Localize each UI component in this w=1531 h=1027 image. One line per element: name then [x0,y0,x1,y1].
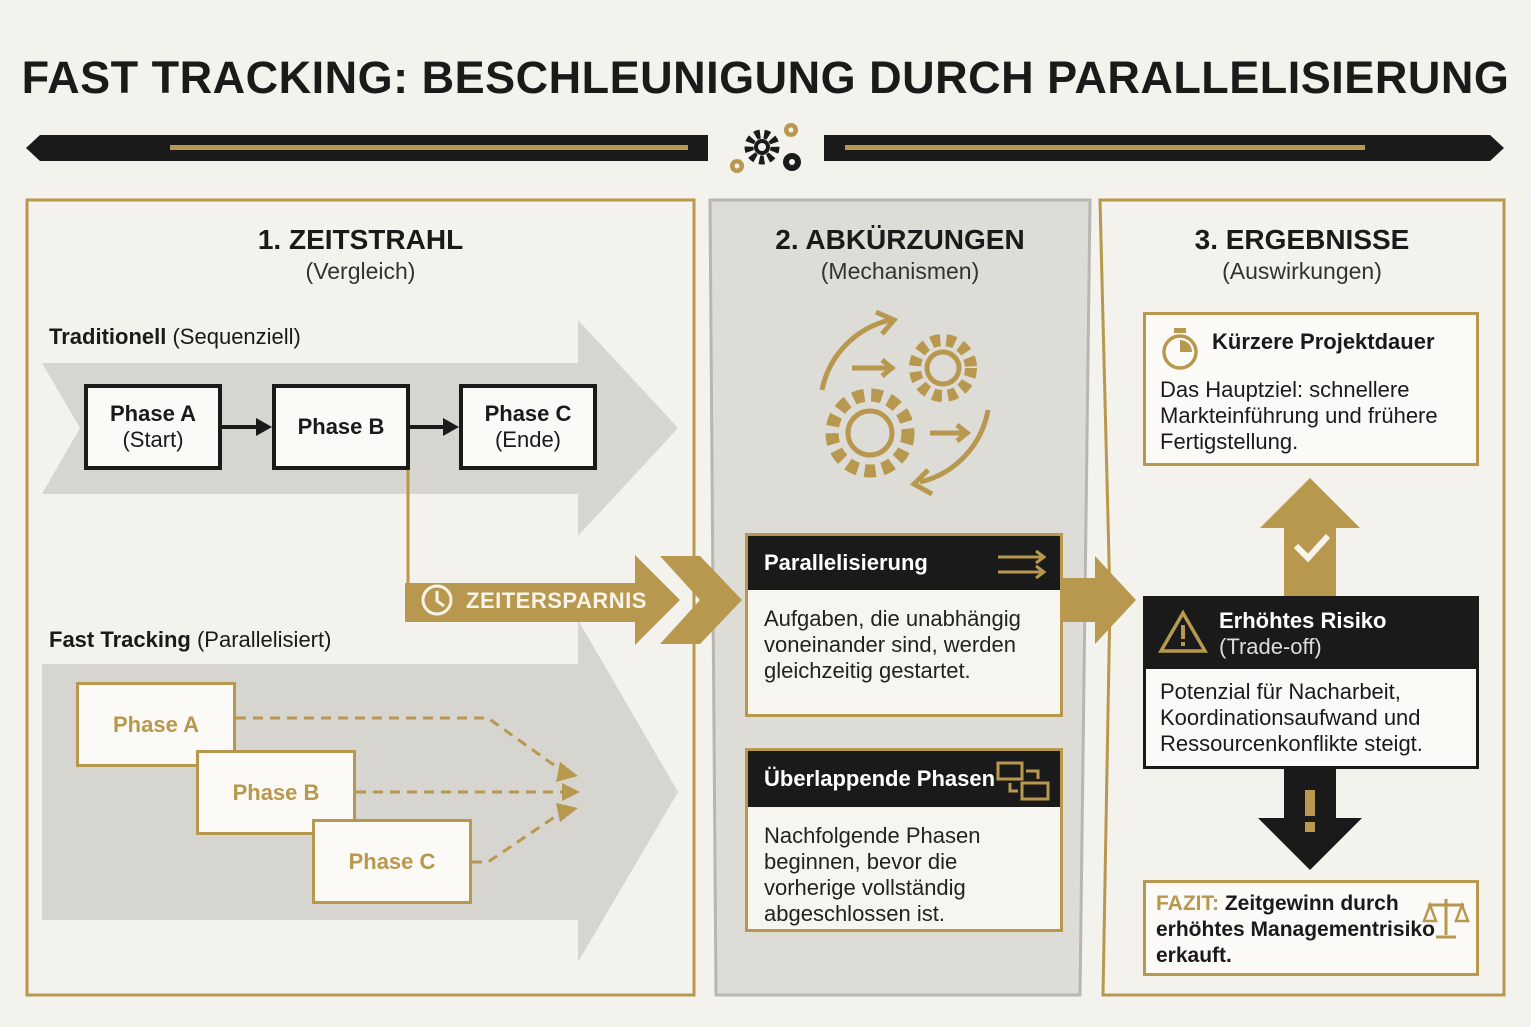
stopwatch-icon [1162,328,1198,370]
savings-arrow [405,555,680,645]
parallel-arrows-icon [998,549,1047,580]
panel-3-title: 3. ERGEBNISSE [1194,224,1410,255]
seq-phase-b: Phase B [272,384,410,470]
result-2-subtitle: (Trade-off) [1219,634,1322,659]
down-arrow [1258,768,1362,870]
up-arrow [1260,478,1360,596]
card-parallelisierung-body: Aufgaben, die unabhängig voneinander sin… [764,606,1021,683]
overlap-windows-icon [996,761,1050,801]
fast-tracking-label: Fast Tracking (Parallelisiert) [49,627,332,652]
card-ueberlappende-phasen-title: Überlappende Phasen [764,766,996,791]
panel-1-subtitle: (Vergleich) [305,258,416,284]
header-divider [26,135,1504,161]
panel-3-frame [1098,198,1506,997]
savings-label: ZEITERSPARNIS [466,588,647,613]
scales-icon [1422,899,1470,939]
result-risk: Erhöhtes Risiko (Trade-off) Potenzial fü… [1143,596,1479,769]
panel-2-title: 2. ABKÜRZUNGEN [775,224,1025,255]
card-parallelisierung-title: Parallelisierung [764,550,928,575]
panel-1-frame [25,198,696,997]
seq-phase-a: Phase A(Start) [84,384,222,470]
card-ueberlappende-phasen: Überlappende Phasen Nachfolgende Phasen … [745,748,1063,932]
result-shorter-duration: Kürzere Projektdauer Das Hauptziel: schn… [1143,312,1479,466]
result-2-title: Erhöhtes Risiko [1219,608,1387,633]
result-1-title: Kürzere Projektdauer [1212,329,1435,354]
gears-icon [730,123,801,173]
card-ueberlappende-phasen-body: Nachfolgende Phasen beginnen, bevor die … [764,823,981,926]
chevron-1 [660,556,742,644]
result-1-body: Das Hauptziel: schnellere Markteinführun… [1160,377,1438,454]
page-title: FAST TRACKING: BESCHLEUNIGUNG DURCH PARA… [21,52,1510,103]
panel-3-subtitle: (Auswirkungen) [1222,258,1382,284]
mechanism-icon [819,309,991,497]
result-2-body: Potenzial für Nacharbeit, Koordinationsa… [1160,679,1423,756]
card-parallelisierung: Parallelisierung Aufgaben, die unabhängi… [745,533,1063,717]
traditional-label: Traditionell (Sequenziell) [49,324,301,349]
fazit-box: FAZIT: Zeitgewinn durch erhöhtes Managem… [1143,880,1479,976]
chevron-2 [1063,556,1136,644]
panel-2-subtitle: (Mechanismen) [820,258,980,284]
fazit-text: FAZIT: Zeitgewinn durch erhöhtes Managem… [1156,892,1435,967]
par-phase-a: Phase A [76,682,236,767]
panel-1-title: 1. ZEITSTRAHL [257,224,464,255]
warning-icon [1158,609,1208,653]
par-phase-c: Phase C [312,819,472,904]
seq-phase-c: Phase C(Ende) [459,384,597,470]
